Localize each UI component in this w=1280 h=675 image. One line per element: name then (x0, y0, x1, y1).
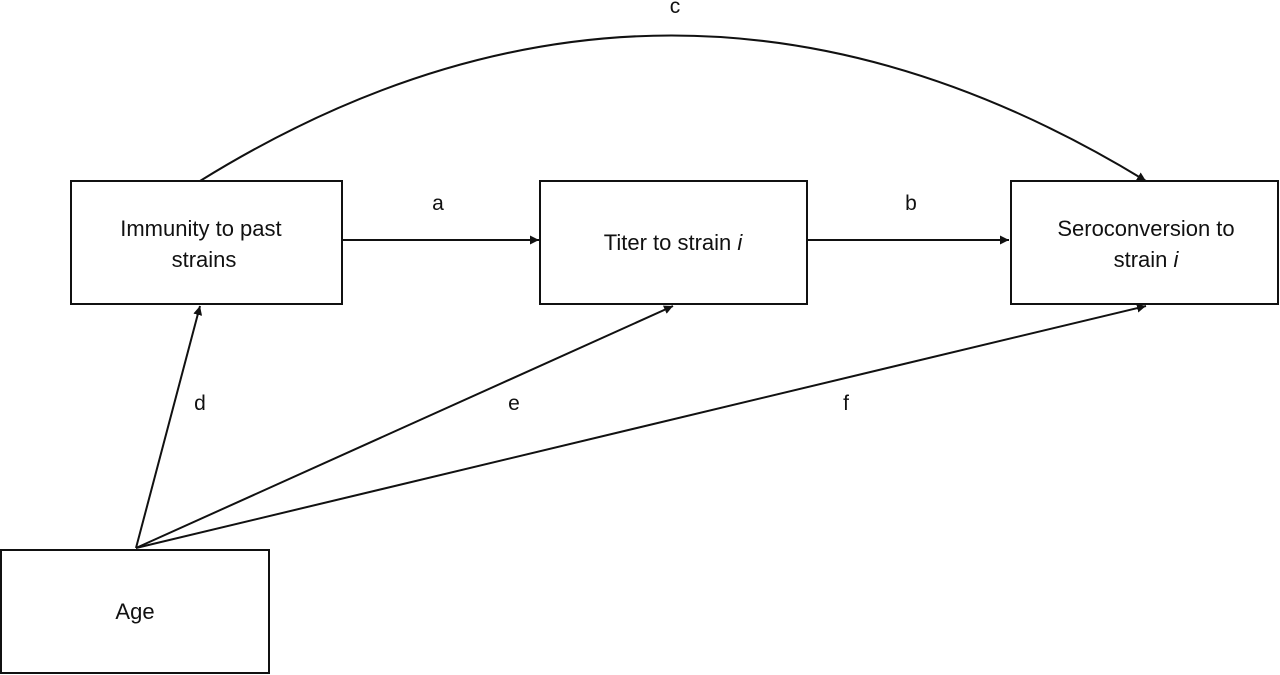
node-seroconversion-label-line1: Seroconversion to (1057, 216, 1234, 241)
edge-label-c: c (670, 0, 681, 18)
node-seroconversion-box (1010, 180, 1279, 305)
node-immunity-label-line1: Immunity to past (120, 216, 281, 241)
edge-d-arrow (135, 305, 203, 549)
node-age: Age (0, 549, 270, 674)
node-titer-box (539, 180, 808, 305)
node-titer-label-italic: i (737, 230, 743, 255)
node-seroconversion-label: Seroconversion to strain i (1057, 216, 1234, 272)
node-titer: Titer to strain i (539, 180, 808, 305)
node-immunity: Immunity to past strains (70, 180, 343, 305)
edge-label-f: f (843, 392, 849, 415)
edge-label-a: a (432, 192, 444, 215)
node-age-box (0, 549, 270, 674)
edge-label-b: b (905, 192, 917, 215)
edge-label-d: d (194, 392, 206, 415)
node-immunity-box (70, 180, 343, 305)
edge-e-arrow (135, 305, 674, 549)
node-age-label: Age (115, 599, 154, 624)
edge-label-e: e (508, 392, 520, 415)
node-seroconversion-label-line2-text: strain (1114, 247, 1174, 272)
edge-f-arrow (135, 303, 1147, 549)
node-immunity-label-line2: strains (172, 247, 237, 272)
edge-c-arrow (199, 34, 1147, 182)
node-titer-label-text: Titer to strain (604, 230, 738, 255)
node-titer-label: Titer to strain i (604, 230, 744, 255)
node-seroconversion: Seroconversion to strain i (1010, 180, 1279, 305)
node-immunity-label: Immunity to past strains (120, 216, 288, 272)
node-seroconversion-label-line2-italic: i (1174, 247, 1180, 272)
